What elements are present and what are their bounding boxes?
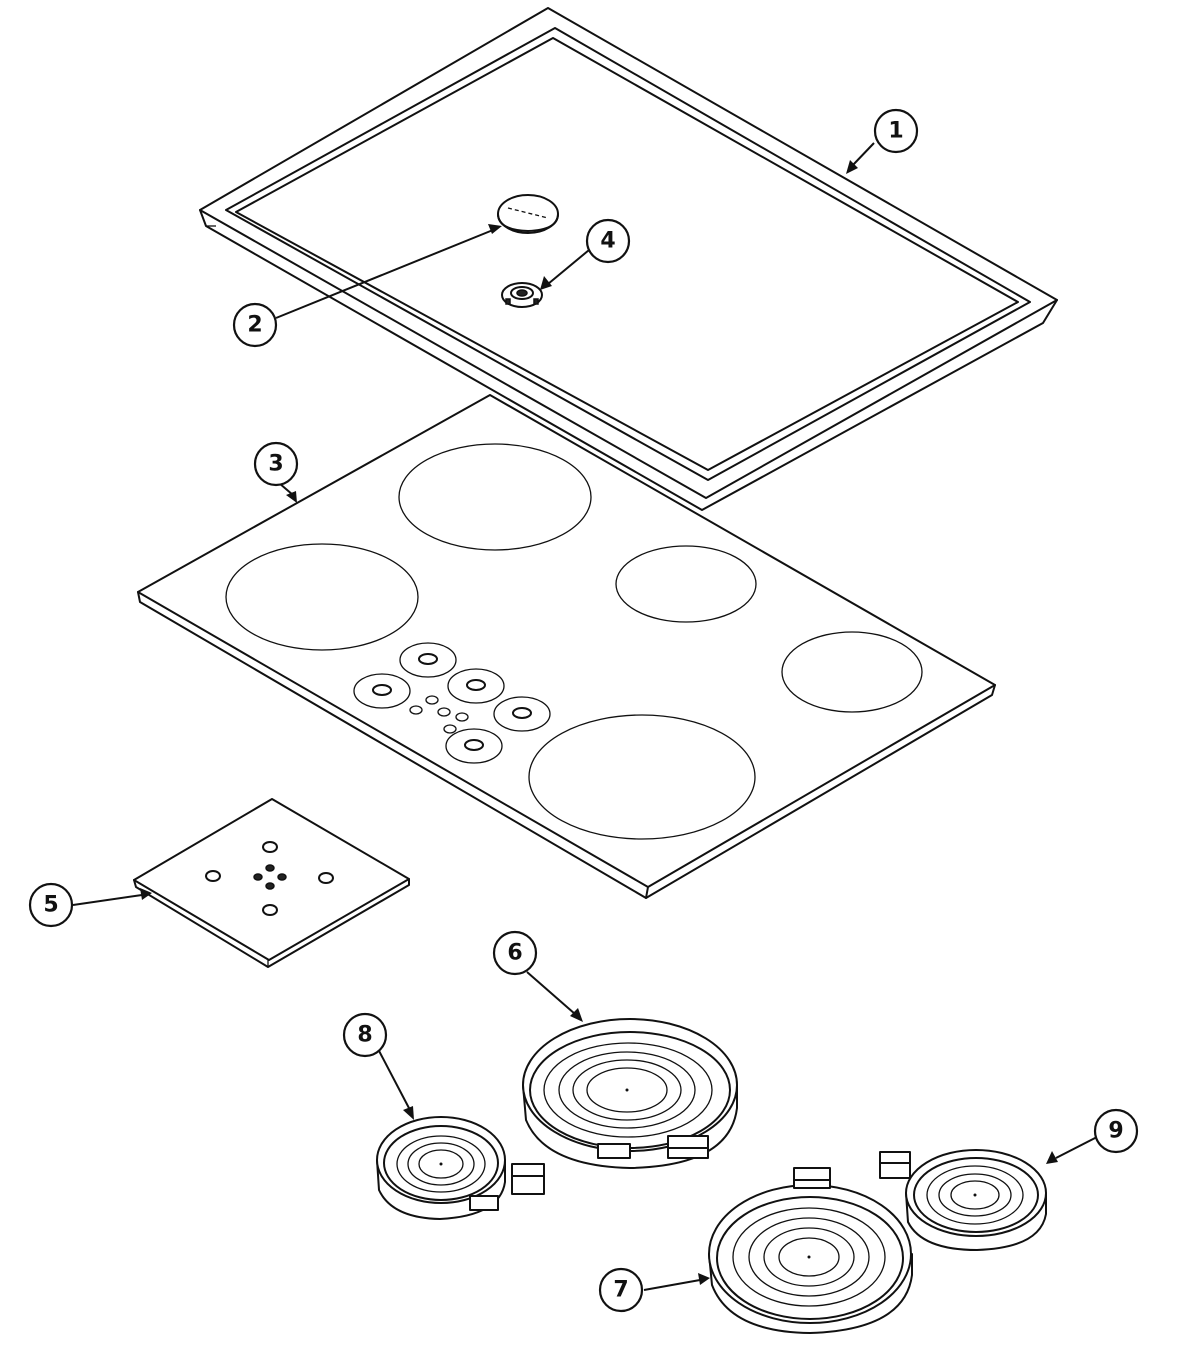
callout-6: 6 — [492, 930, 538, 976]
callout-5: 5 — [28, 882, 74, 928]
callout-7-label: 7 — [613, 1278, 628, 1303]
callout-1: 1 — [873, 108, 919, 154]
knob-holes — [353, 642, 551, 764]
control-plate — [133, 798, 410, 968]
callout-4: 4 — [585, 218, 631, 264]
glass-cooktop — [137, 394, 996, 899]
trim-frame — [199, 7, 1058, 511]
radiant-element-small-left — [376, 1116, 545, 1220]
callout-9: 9 — [1093, 1108, 1139, 1154]
callout-6-label: 6 — [507, 941, 522, 966]
callout-8: 8 — [342, 1012, 388, 1058]
burner-zone-right — [781, 631, 923, 713]
radiant-element-small-right — [879, 1149, 1047, 1251]
callout-2: 2 — [232, 302, 278, 348]
callout-7: 7 — [598, 1267, 644, 1313]
callout-4-label: 4 — [600, 229, 615, 254]
burner-zone-left — [225, 543, 419, 651]
callout-3-label: 3 — [268, 452, 283, 477]
radiant-element-medium — [708, 1167, 913, 1334]
burner-zone-rear-right — [615, 545, 757, 623]
callout-9-label: 9 — [1108, 1119, 1123, 1144]
callout-2-label: 2 — [247, 313, 262, 338]
callout-5-label: 5 — [43, 893, 58, 918]
radiant-element-large — [522, 1018, 738, 1169]
burner-zone-front — [528, 714, 756, 840]
burner-zone-rear-center — [398, 443, 592, 551]
callout-8-label: 8 — [357, 1023, 372, 1048]
control-bezel — [501, 282, 543, 308]
leader-lines — [72, 142, 1098, 1291]
callout-3: 3 — [253, 441, 299, 487]
control-cap — [497, 194, 559, 234]
callout-1-label: 1 — [888, 119, 903, 144]
